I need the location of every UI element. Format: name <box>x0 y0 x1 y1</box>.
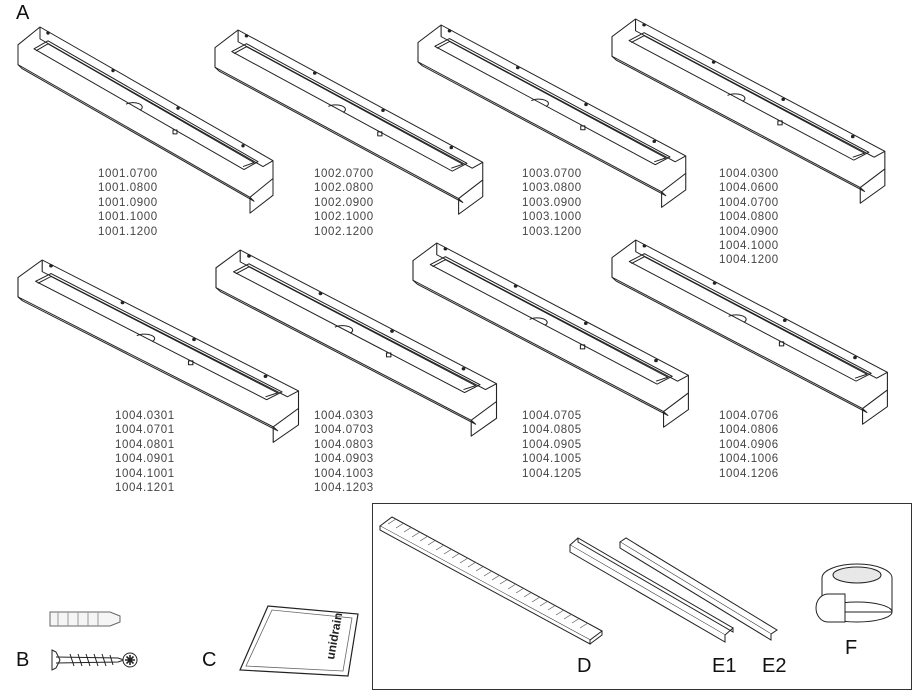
code: 1004.1000 <box>719 240 779 253</box>
code: 1004.1203 <box>314 482 374 495</box>
code: 1002.1200 <box>314 225 374 238</box>
code: 1002.0900 <box>314 196 374 209</box>
code: 1004.1006 <box>719 453 779 466</box>
code: 1003.1000 <box>522 211 582 224</box>
code: 1001.0700 <box>98 168 158 180</box>
code: 1004.1005 <box>522 453 582 466</box>
code: 1004.0900 <box>719 225 779 238</box>
variant-6-codes: 1004.0303 1004.0703 1004.0803 1004.0903 … <box>314 409 374 495</box>
sachet-drawing <box>239 605 359 677</box>
code: 1001.1200 <box>98 225 158 238</box>
profile-e1-drawing <box>569 537 734 643</box>
code: 1001.0900 <box>98 196 158 209</box>
code: 1004.0300 <box>719 168 779 180</box>
code: 1004.0801 <box>115 438 175 451</box>
code: 1001.0800 <box>98 182 158 195</box>
label-a: A <box>16 2 30 24</box>
code: 1001.1000 <box>98 211 158 224</box>
grating-drawing <box>379 516 603 645</box>
code: 1004.0703 <box>314 424 374 437</box>
code: 1004.0303 <box>314 410 374 422</box>
code: 1004.0805 <box>522 424 582 437</box>
label-f: F <box>845 637 858 659</box>
variant-8-codes: 1004.0706 1004.0806 1004.0906 1004.1006 … <box>719 409 779 481</box>
code: 1004.0700 <box>719 196 779 209</box>
variant-4-codes: 1004.0300 1004.0600 1004.0700 1004.0800 … <box>719 167 779 268</box>
label-c: C <box>202 649 217 671</box>
code: 1004.1206 <box>719 467 779 480</box>
profile-e2-drawing <box>619 537 778 641</box>
variant-3-codes: 1003.0700 1003.0800 1003.0900 1003.1000 … <box>522 167 582 239</box>
code: 1004.1200 <box>719 254 779 267</box>
code: 1004.0806 <box>719 424 779 437</box>
variant-2-codes: 1002.0700 1002.0800 1002.0900 1002.1000 … <box>314 167 374 239</box>
label-e1: E1 <box>712 655 737 677</box>
screw-drawing <box>51 649 138 671</box>
code: 1004.0803 <box>314 438 374 451</box>
label-d: D <box>577 655 592 677</box>
code: 1004.0800 <box>719 211 779 224</box>
code: 1002.1000 <box>314 211 374 224</box>
code: 1004.0701 <box>115 424 175 437</box>
code: 1003.1200 <box>522 225 582 238</box>
code: 1004.1001 <box>115 467 175 480</box>
code: 1004.0903 <box>314 453 374 466</box>
accessories-frame <box>372 503 912 690</box>
code: 1004.0600 <box>719 182 779 195</box>
code: 1003.0900 <box>522 196 582 209</box>
code: 1004.0705 <box>522 410 582 422</box>
outlet-drawing <box>815 563 893 623</box>
code: 1002.0800 <box>314 182 374 195</box>
code: 1004.0906 <box>719 438 779 451</box>
variant-7-codes: 1004.0705 1004.0805 1004.0905 1004.1005 … <box>522 409 582 481</box>
variant-5-codes: 1004.0301 1004.0701 1004.0801 1004.0901 … <box>115 409 175 495</box>
code: 1004.1201 <box>115 482 175 495</box>
code: 1002.0700 <box>314 168 374 180</box>
code: 1004.1003 <box>314 467 374 480</box>
code: 1004.0301 <box>115 410 175 422</box>
wall-plug-drawing <box>49 611 121 627</box>
code: 1004.0901 <box>115 453 175 466</box>
code: 1003.0800 <box>522 182 582 195</box>
code: 1004.0706 <box>719 410 779 422</box>
code: 1003.0700 <box>522 168 582 180</box>
code: 1004.1205 <box>522 467 582 480</box>
variant-1-codes: 1001.0700 1001.0800 1001.0900 1001.1000 … <box>98 167 158 239</box>
code: 1004.0905 <box>522 438 582 451</box>
label-b: B <box>16 649 30 671</box>
label-e2: E2 <box>762 655 787 677</box>
